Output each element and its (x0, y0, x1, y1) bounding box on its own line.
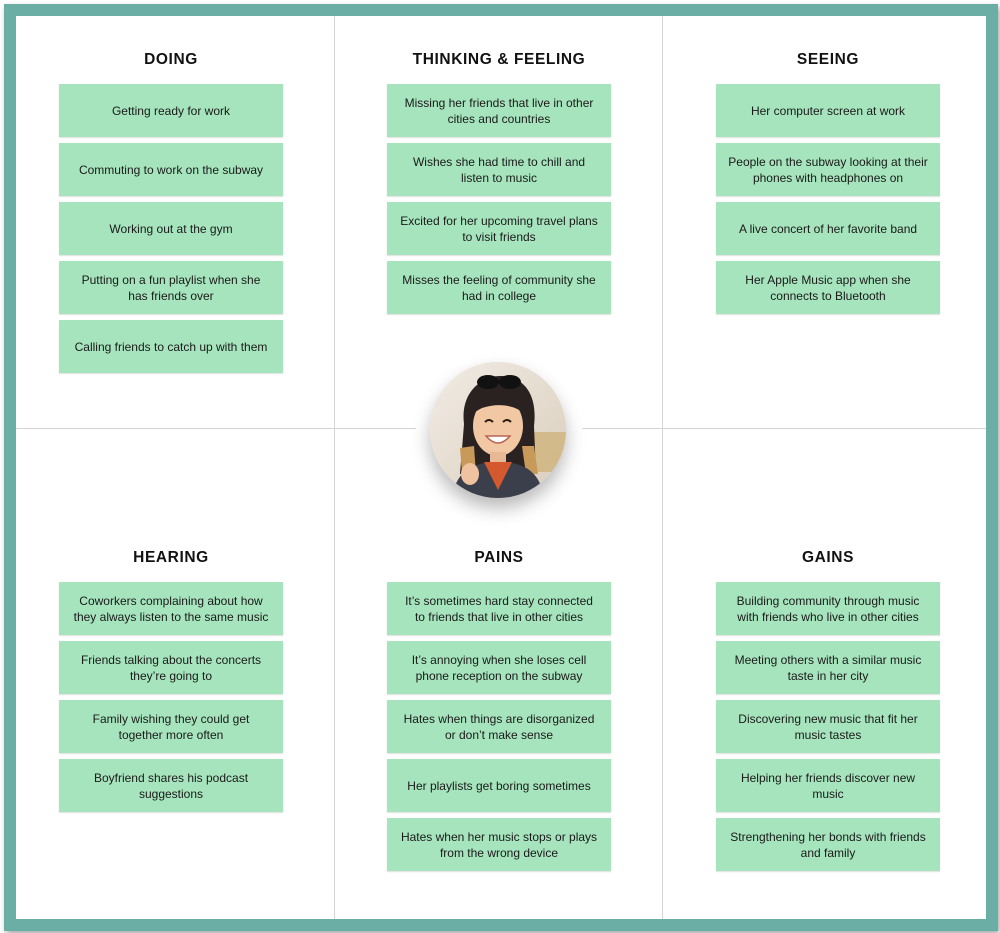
quadrant-seeing: SEEING Her computer screen at work Peopl… (716, 50, 940, 320)
empathy-map-frame: DOING Getting ready for work Commuting t… (4, 4, 998, 931)
sticky-note[interactable]: Her computer screen at work (716, 84, 940, 137)
sticky-note[interactable]: Putting on a fun playlist when she has f… (59, 261, 283, 314)
sticky-note[interactable]: Hates when things are disorganized or do… (387, 700, 611, 753)
sticky-note[interactable]: Coworkers complaining about how they alw… (59, 582, 283, 635)
row-divider-left (16, 428, 416, 429)
quadrant-gains: GAINS Building community through music w… (716, 548, 940, 877)
sticky-note[interactable]: Friends talking about the concerts they’… (59, 641, 283, 694)
sticky-note[interactable]: Misses the feeling of community she had … (387, 261, 611, 314)
quadrant-pains: PAINS It’s sometimes hard stay connected… (387, 548, 611, 877)
sticky-note[interactable]: Her Apple Music app when she connects to… (716, 261, 940, 314)
sticky-note[interactable]: Wishes she had time to chill and listen … (387, 143, 611, 196)
sticky-note[interactable]: Getting ready for work (59, 84, 283, 137)
sticky-note[interactable]: Helping her friends discover new music (716, 759, 940, 812)
sticky-note[interactable]: Working out at the gym (59, 202, 283, 255)
column-divider-right (662, 16, 663, 919)
quadrant-title: DOING (144, 51, 198, 68)
sticky-note[interactable]: Hates when her music stops or plays from… (387, 818, 611, 871)
empathy-map-board: DOING Getting ready for work Commuting t… (16, 16, 986, 919)
persona-avatar (430, 362, 566, 498)
sticky-note[interactable]: A live concert of her favorite band (716, 202, 940, 255)
quadrant-title: THINKING & FEELING (412, 51, 586, 68)
quadrant-title: GAINS (801, 549, 855, 566)
quadrant-title: HEARING (133, 549, 209, 566)
sticky-note[interactable]: Missing her friends that live in other c… (387, 84, 611, 137)
sticky-note[interactable]: Excited for her upcoming travel plans to… (387, 202, 611, 255)
quadrant-title: PAINS (474, 549, 524, 566)
quadrant-hearing: HEARING Coworkers complaining about how … (59, 548, 283, 818)
sticky-note[interactable]: Her playlists get boring sometimes (387, 759, 611, 812)
sticky-note[interactable]: Commuting to work on the subway (59, 143, 283, 196)
sticky-note[interactable]: Meeting others with a similar music tast… (716, 641, 940, 694)
sticky-note[interactable]: Discovering new music that fit her music… (716, 700, 940, 753)
persona-portrait-icon (430, 362, 566, 498)
sticky-note[interactable]: Strengthening her bonds with friends and… (716, 818, 940, 871)
quadrant-thinking-feeling: THINKING & FEELING Missing her friends t… (387, 50, 611, 320)
sticky-note[interactable]: It’s sometimes hard stay connected to fr… (387, 582, 611, 635)
sticky-note[interactable]: Boyfriend shares his podcast suggestions (59, 759, 283, 812)
sticky-note[interactable]: Family wishing they could get together m… (59, 700, 283, 753)
sticky-note[interactable]: People on the subway looking at their ph… (716, 143, 940, 196)
quadrant-title: SEEING (796, 51, 860, 68)
column-divider-left (334, 16, 335, 919)
sticky-note[interactable]: Building community through music with fr… (716, 582, 940, 635)
sticky-note[interactable]: Calling friends to catch up with them (59, 320, 283, 373)
sticky-note[interactable]: It’s annoying when she loses cell phone … (387, 641, 611, 694)
row-divider-right (582, 428, 986, 429)
quadrant-doing: DOING Getting ready for work Commuting t… (59, 50, 283, 379)
